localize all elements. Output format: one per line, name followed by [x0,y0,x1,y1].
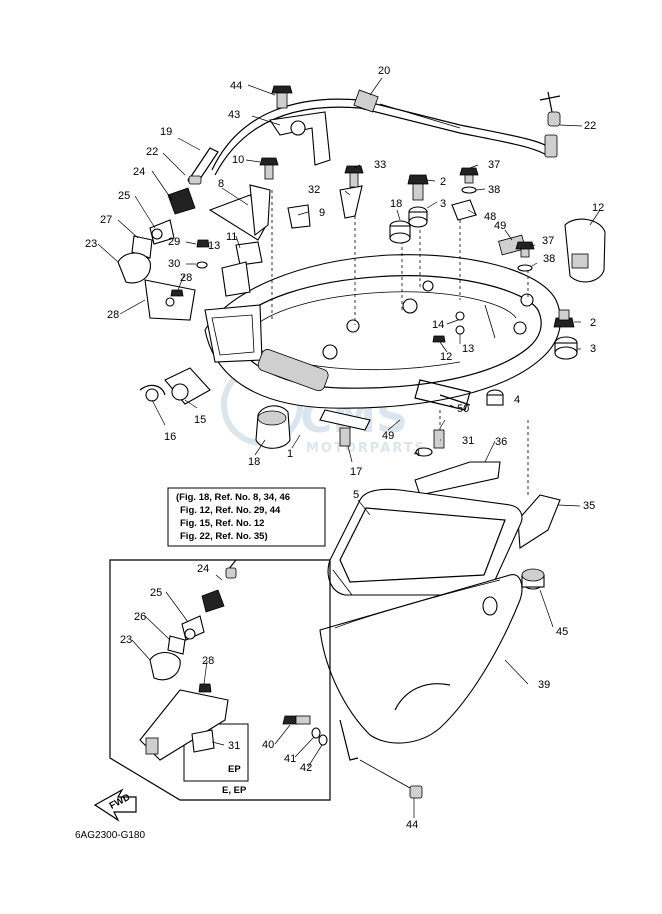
callout: 28 [107,309,119,321]
callout: 1 [287,448,293,460]
fasteners-lower [282,715,423,799]
callout: 42 [300,762,312,774]
callout: 39 [538,679,550,691]
callout: 28 [180,272,192,284]
callout: 49 [494,220,506,232]
shift-cable [211,89,561,176]
callout: 12 [592,202,604,214]
callout: 35 [583,500,595,512]
callout: 12 [440,351,452,363]
seal-5 [327,488,523,596]
leader-lines [97,77,601,818]
callout: 48 [484,211,496,223]
callout: 32 [308,184,320,196]
callout: 9 [319,207,325,219]
fwd-arrow: FWD [93,788,137,822]
callout: 10 [232,154,244,166]
callout: 3 [440,198,446,210]
inset-label: E, EP [222,785,247,796]
inset-sub-label: EP [228,764,241,775]
note-line-4: Fig. 22, Ref. No. 35) [180,531,268,542]
diagram-code: 6AG2300-G180 [75,830,145,841]
callout: 37 [542,235,554,247]
callout: 4 [414,447,420,459]
callout: 28 [202,655,214,667]
callout: 8 [218,178,224,190]
callout: 13 [208,240,220,252]
callout: 44 [230,80,242,92]
callout: 37 [488,159,500,171]
callout: 14 [432,319,444,331]
callout: 5 [353,489,359,501]
note-line-1: (Fig. 18, Ref. No. 8, 34, 46 [176,492,290,503]
lower-cowling-39 [319,574,523,761]
callout: 26 [134,611,146,623]
note-line-3: Fig. 15, Ref. No. 12 [180,518,264,529]
callout: 22 [584,120,596,132]
callout: 27 [100,214,112,226]
callout: 23 [120,634,132,646]
note-line-2: Fig. 12, Ref. No. 29, 44 [180,505,281,516]
callout: 49 [382,430,394,442]
callout: 45 [556,626,568,638]
callout: 50 [457,403,469,415]
callout: 23 [85,238,97,250]
callout: 4 [514,394,520,406]
callout: 30 [168,258,180,270]
watermark-sub: MOTORPARTS [306,441,426,456]
callout: 3 [590,343,596,355]
callout: 29 [168,236,180,248]
callout: 31 [462,435,474,447]
callout: 36 [495,436,507,448]
callout: 24 [197,563,209,575]
bracket-45 [269,85,331,166]
callout: 33 [374,159,386,171]
callout: 11 [226,231,237,243]
callout: 22 [146,146,158,158]
callout: 25 [150,587,162,599]
callout: 38 [488,184,500,196]
grommet-44 [521,568,545,590]
callout: 40 [262,739,274,751]
callout: 17 [350,466,362,478]
bottom-cowling [204,254,561,411]
callout: 38 [543,253,555,265]
callout: 19 [160,126,172,138]
inset-e-ep: EP E, EP FWD [93,559,331,822]
callout: 2 [440,176,446,188]
callout: 31 [228,740,240,752]
callout-numbers: 44 20 22 19 43 22 10 33 37 24 8 2 38 25 … [85,65,604,831]
callout: 16 [164,431,176,443]
callout: 15 [194,414,206,426]
callout: 44 [406,819,418,831]
reference-note: (Fig. 18, Ref. No. 8, 34, 46 Fig. 12, Re… [167,487,326,547]
callout: 43 [228,109,240,121]
callout: 25 [118,190,130,202]
callout: 18 [390,198,402,210]
callout: 41 [284,753,296,765]
callout: 24 [133,166,145,178]
callout: 20 [378,65,390,77]
small-parts [117,157,606,549]
callout: 2 [590,317,596,329]
callout: 18 [248,456,260,468]
callout: 13 [462,343,474,355]
